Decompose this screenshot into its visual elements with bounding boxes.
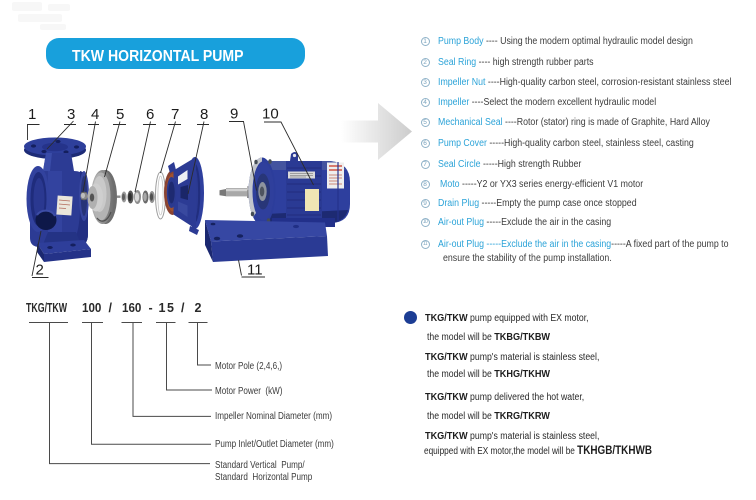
svg-text:7: 7: [171, 106, 179, 123]
svg-text:5: 5: [116, 106, 124, 123]
svg-text:11: 11: [247, 262, 263, 279]
svg-text:9: 9: [230, 106, 238, 123]
svg-text:2: 2: [36, 262, 44, 279]
svg-text:1: 1: [28, 106, 36, 123]
svg-text:8: 8: [200, 106, 208, 123]
svg-text:10: 10: [262, 106, 279, 123]
svg-text:4: 4: [91, 106, 99, 123]
svg-text:6: 6: [146, 106, 154, 123]
svg-text:3: 3: [67, 106, 75, 123]
